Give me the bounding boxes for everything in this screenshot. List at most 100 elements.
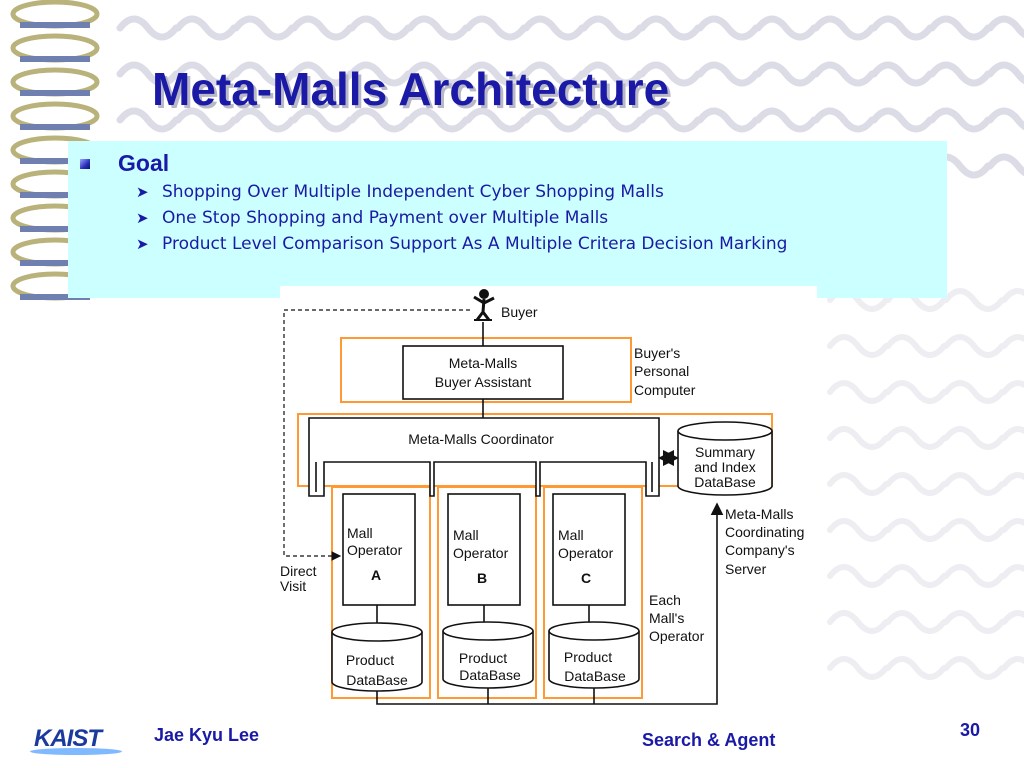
- pattern-swirl: [870, 107, 934, 133]
- pattern-swirl: [986, 153, 1024, 177]
- pattern-swirl: [986, 107, 1024, 131]
- pattern-swirl: [1001, 426, 1024, 441]
- pattern-swirl: [20, 124, 90, 130]
- pattern-swirl: [20, 192, 90, 198]
- direct-visit-label-line2: Visit: [280, 578, 306, 594]
- pattern-swirl: [885, 610, 947, 634]
- goal-item: ➤ One Stop Shopping and Payment over Mul…: [136, 208, 787, 234]
- pattern-swirl: [116, 107, 180, 133]
- pattern-swirl: [812, 61, 876, 87]
- pattern-swirl: [1001, 380, 1024, 395]
- summary-db-label-line3: DataBase: [694, 474, 756, 490]
- pattern-swirl: [943, 518, 1005, 542]
- product-db-b-line1: Product: [459, 650, 507, 666]
- pattern-swirl: [986, 61, 1024, 85]
- pattern-swirl: [406, 61, 470, 87]
- pattern-swirl: [348, 107, 412, 133]
- buyer-assistant-label-line1: Meta-Malls: [449, 355, 517, 371]
- slide-title: Meta-Malls Architecture: [152, 63, 670, 115]
- pattern-swirl: [885, 334, 947, 358]
- mall-c-label-line1: Mall: [558, 527, 584, 543]
- logo-swoosh-icon: [30, 748, 122, 755]
- pattern-swirl: [638, 61, 702, 87]
- pattern-swirl: [580, 61, 644, 87]
- goal-heading: Goal: [118, 150, 170, 176]
- kaist-logo: KAIST: [30, 722, 126, 758]
- product-db-c: [548, 621, 640, 689]
- each-operator-label-line3: Operator: [649, 628, 705, 644]
- goal-item-text: One Stop Shopping and Payment over Multi…: [162, 208, 609, 228]
- summary-db-label-line2: and Index: [694, 459, 756, 475]
- pattern-swirl: [943, 288, 1005, 312]
- pattern-swirl: [885, 426, 947, 450]
- pattern-swirl: [696, 107, 760, 133]
- mall-operator-a: [342, 493, 416, 606]
- buyer-pc-box: [340, 337, 632, 403]
- pattern-swirl: [116, 61, 180, 87]
- pattern-swirl: [1001, 564, 1024, 579]
- mall-a-box: [331, 486, 431, 699]
- buyer-label: Buyer: [501, 304, 538, 320]
- pattern-swirl: [827, 518, 889, 542]
- mall-c-label-line2: Operator: [558, 545, 614, 561]
- pattern-swirl: [406, 107, 470, 133]
- direct-visit-label-line1: Direct: [280, 563, 317, 579]
- product-db-b-line2: DataBase: [459, 667, 521, 683]
- pattern-swirl: [580, 107, 644, 133]
- pattern-swirl: [174, 107, 238, 133]
- direct-visit-line: [283, 309, 470, 561]
- pattern-swirl: [943, 380, 1005, 404]
- pattern-swirl: [870, 61, 934, 87]
- mall-c-box: [543, 486, 643, 699]
- goal-item-text: Shopping Over Multiple Independent Cyber…: [162, 182, 664, 202]
- pattern-swirl: [20, 260, 90, 266]
- each-operator-label-line1: Each: [649, 592, 681, 608]
- pattern-swirl: [20, 294, 90, 300]
- pattern-swirl: [174, 61, 238, 87]
- product-db-a: [331, 622, 423, 692]
- pattern-swirl: [885, 656, 947, 680]
- square-bullet-icon: [80, 159, 90, 169]
- pattern-swirl: [232, 107, 296, 133]
- buyer-assistant-label-line2: Buyer Assistant: [435, 374, 532, 390]
- pattern-swirl: [464, 107, 528, 133]
- pattern-swirl: [754, 15, 818, 41]
- buyer-figure-icon: [473, 289, 495, 321]
- pattern-swirl: [1001, 656, 1024, 671]
- buyer-assistant-box: [402, 345, 564, 400]
- mall-b-label-line2: Operator: [453, 545, 509, 561]
- pattern-swirl: [928, 61, 992, 87]
- pattern-swirl: [638, 107, 702, 133]
- arrow-bullet-icon: ➤: [136, 235, 149, 253]
- mall-b-label-line1: Mall: [453, 527, 479, 543]
- pattern-swirl: [116, 15, 180, 41]
- logo-text: KAIST: [34, 725, 102, 752]
- pattern-swirl: [827, 610, 889, 634]
- pattern-swirl: [522, 107, 586, 133]
- pattern-swirl: [885, 564, 947, 588]
- pattern-swirl: [348, 61, 412, 87]
- product-db-c-line1: Product: [564, 649, 612, 665]
- pattern-swirl: [928, 15, 992, 41]
- pattern-swirl: [943, 426, 1005, 450]
- pattern-swirl: [522, 15, 586, 41]
- pattern-swirl: [696, 61, 760, 87]
- pattern-swirl: [1001, 610, 1024, 625]
- pattern-swirl: [928, 107, 992, 133]
- pattern-swirl: [885, 472, 947, 496]
- mall-a-label-line2: Operator: [347, 542, 403, 558]
- goal-list: ➤ Shopping Over Multiple Independent Cyb…: [136, 182, 787, 260]
- mall-operator-c: [552, 493, 626, 606]
- pattern-swirl: [1001, 288, 1024, 303]
- database-bus: [376, 502, 724, 705]
- each-operator-label-line2: Mall's: [649, 610, 684, 626]
- pattern-swirl: [1001, 334, 1024, 349]
- architecture-diagram-panel: Meta-Malls Buyer Assistant Meta-Malls Co…: [280, 286, 817, 710]
- summary-db-label-line1: Summary: [695, 444, 755, 460]
- pattern-swirl: [943, 334, 1005, 358]
- pattern-swirl: [885, 518, 947, 542]
- goal-item: ➤ Product Level Comparison Support As A …: [136, 234, 787, 260]
- pattern-swirl: [754, 61, 818, 87]
- mall-a-label-line1: Mall: [347, 525, 373, 541]
